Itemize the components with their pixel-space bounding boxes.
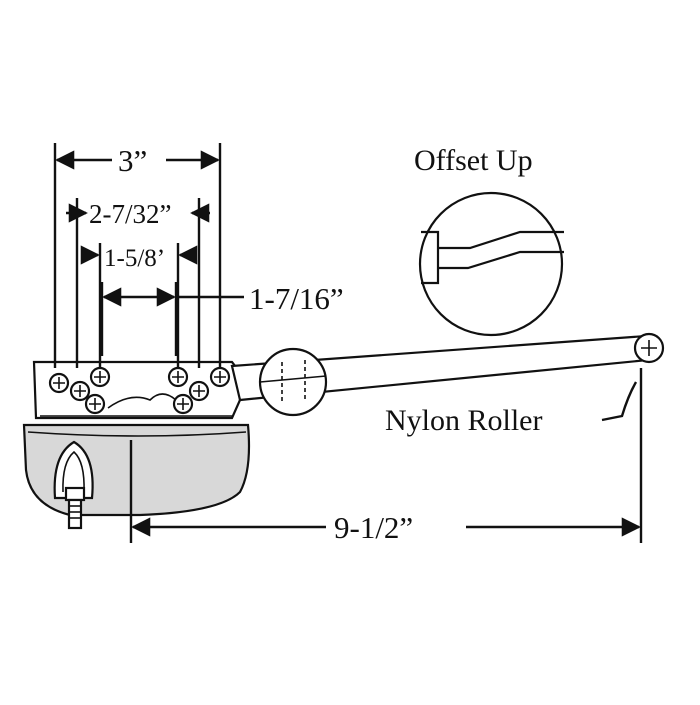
dim-9-1-2in-label: 9-1/2”: [334, 510, 413, 545]
nylon-roller-icon: [633, 332, 665, 364]
crank-boss: [53, 440, 94, 500]
nylon-roller-callout: Nylon Roller: [385, 381, 638, 437]
operator-housing: [22, 423, 251, 530]
dim-1-5-8in-label: 1-5/8’: [104, 245, 165, 272]
extension-lines: [53, 143, 643, 543]
gear-sector: [107, 393, 177, 409]
dimension-2-7-32in: 2-7/32”: [66, 199, 210, 229]
mounting-screw-icon: [48, 366, 231, 415]
offset-up-label: Offset Up: [414, 144, 533, 177]
dimension-1-5-8in: 1-5/8’: [80, 245, 198, 272]
dim-2-7-32in-label: 2-7/32”: [89, 199, 171, 229]
dimension-3in: 3”: [55, 143, 220, 178]
dim-1-7-16in-label: 1-7/16”: [249, 281, 344, 316]
dimension-1-7-16in: 1-7/16”: [102, 281, 344, 316]
mounting-plate: [32, 360, 243, 420]
nylon-roller-label: Nylon Roller: [385, 404, 543, 437]
offset-detail-view: [418, 191, 564, 337]
operator-arm: [230, 332, 665, 417]
arm-offset-hub: [258, 347, 328, 417]
dimension-9-1-2in: 9-1/2”: [131, 510, 641, 545]
dim-3in-label: 3”: [118, 143, 147, 178]
spline-shaft: [64, 486, 86, 530]
